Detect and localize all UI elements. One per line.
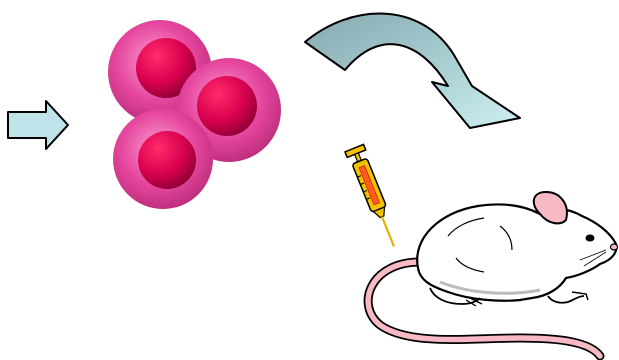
curved-arrow-icon <box>305 14 520 128</box>
mouse-icon <box>368 192 617 356</box>
right-arrow-icon <box>8 101 68 149</box>
cell-icon <box>113 109 213 209</box>
syringe-icon <box>345 144 403 250</box>
cell-cluster-icon <box>108 20 281 209</box>
